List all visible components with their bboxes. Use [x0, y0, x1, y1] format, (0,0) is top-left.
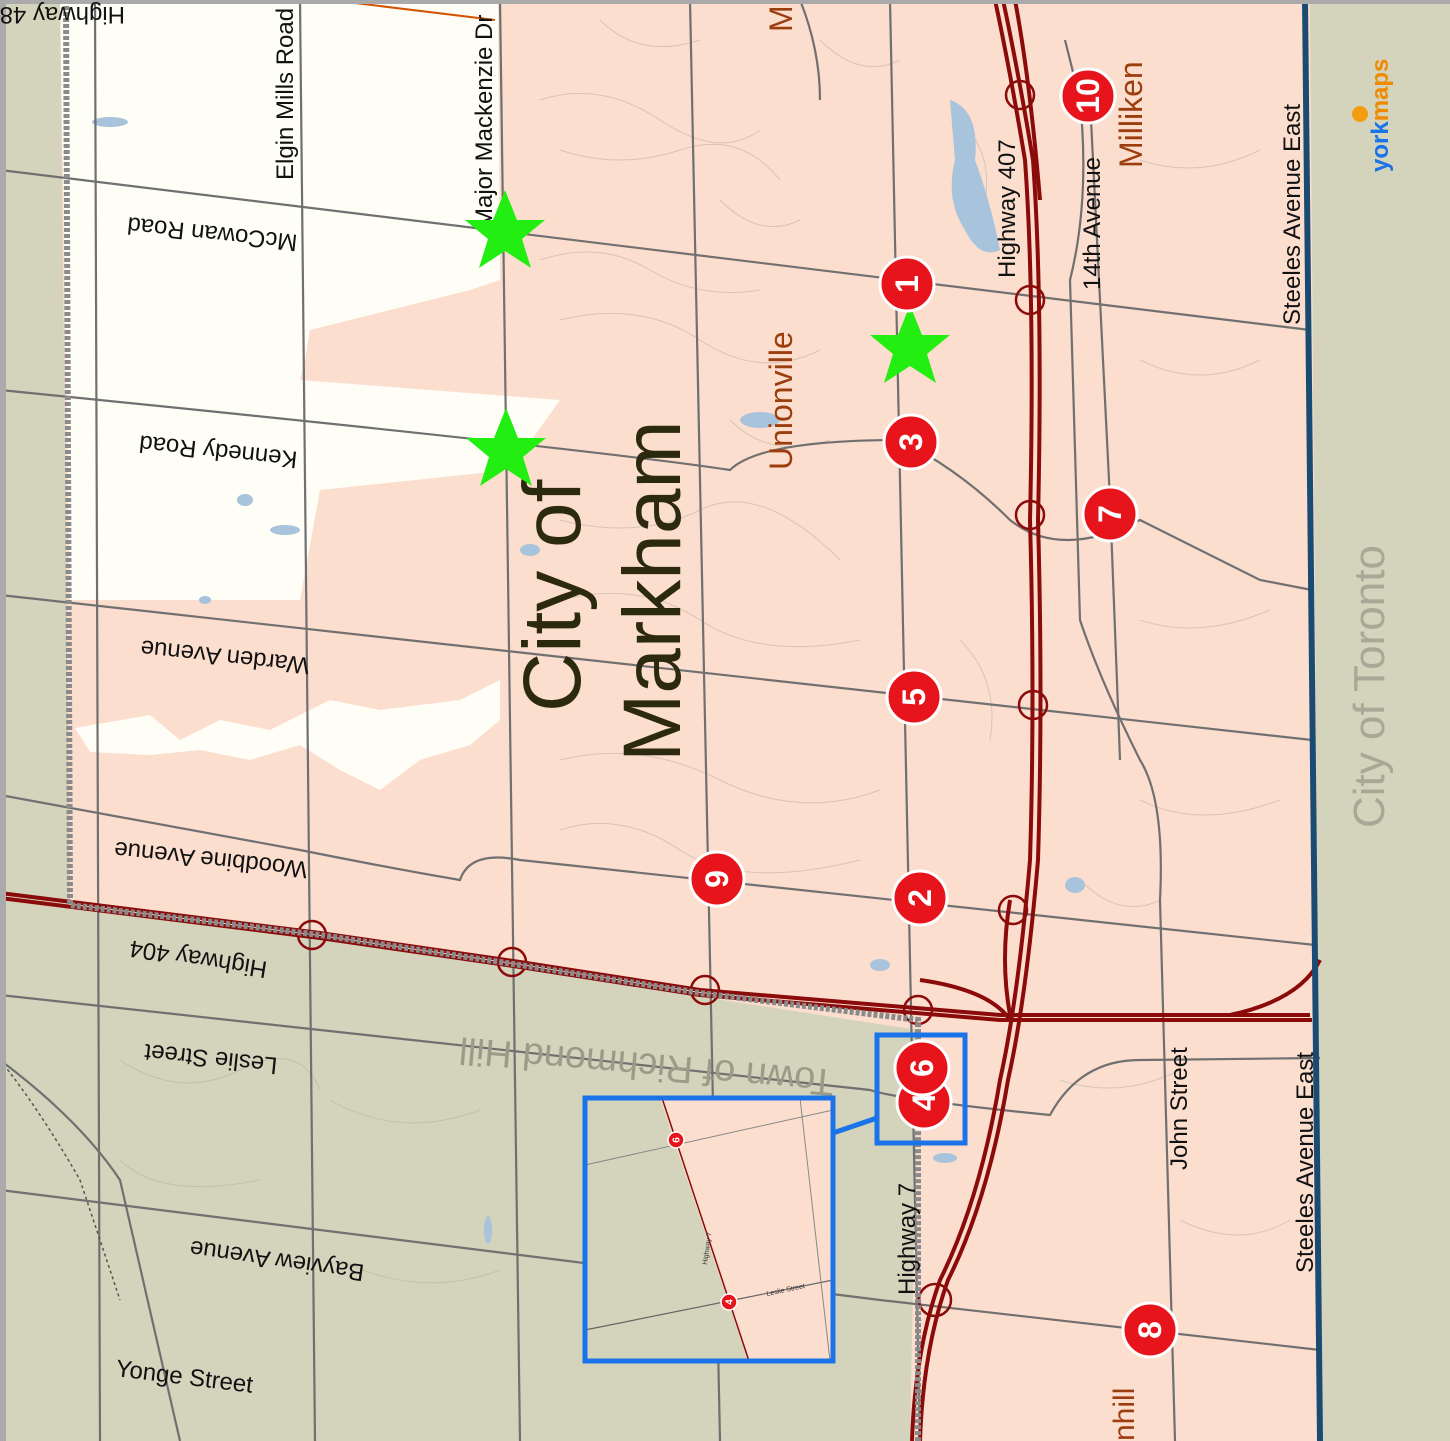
- marker-6[interactable]: 6: [893, 1039, 951, 1097]
- marker-3[interactable]: 3: [882, 413, 940, 471]
- marker-8[interactable]: 8: [1121, 1301, 1179, 1359]
- marker-1[interactable]: 1: [878, 255, 936, 313]
- svg-text:10: 10: [1070, 78, 1106, 114]
- highway-48-label: Highway 48: [0, 1, 125, 28]
- rural-strip: [75, 680, 500, 790]
- svg-text:4: 4: [906, 1093, 942, 1111]
- svg-text:4: 4: [725, 1299, 736, 1305]
- elgin-mills-label: Elgin Mills Road: [272, 8, 299, 180]
- star-icon[interactable]: [466, 408, 546, 486]
- toronto-label: City of Toronto: [1345, 545, 1394, 828]
- top-partial-label: M: [763, 5, 799, 32]
- toronto-area: [1310, 0, 1450, 1441]
- star-icon[interactable]: [870, 305, 950, 383]
- marker-10[interactable]: 10: [1059, 67, 1117, 125]
- markham-label-line1: City of: [507, 479, 598, 712]
- marker-2[interactable]: 2: [891, 869, 949, 927]
- marker-9[interactable]: 9: [688, 850, 746, 908]
- steeles-top-label: Steeles Avenue East: [1279, 104, 1306, 325]
- milliken-label: Milliken: [1113, 61, 1149, 168]
- frame-top: [0, 0, 1450, 4]
- water-features: [92, 100, 1085, 1244]
- inset-highway-7-label: Highway 7: [702, 1232, 713, 1265]
- svg-text:7: 7: [1092, 505, 1128, 523]
- svg-text:1: 1: [889, 275, 925, 293]
- unionville-label: Unionville: [763, 331, 799, 470]
- marker-5[interactable]: 5: [885, 668, 943, 726]
- frame-left: [0, 0, 6, 1441]
- logo-text: yorkmaps: [1367, 59, 1394, 172]
- svg-text:6: 6: [904, 1059, 940, 1077]
- svg-text:8: 8: [1132, 1321, 1168, 1339]
- railway: [0, 1059, 121, 1301]
- inset-map[interactable]: Highway 7 Leslie Street 6 4: [582, 1095, 836, 1364]
- inset-upper-road: [584, 1109, 834, 1166]
- inset-leslie-road: [584, 1279, 834, 1331]
- john-street-label: John Street: [1166, 1047, 1193, 1170]
- svg-text:9: 9: [699, 870, 735, 888]
- numbered-markers: 1 2 3 4 5 6 7 8 9 10: [688, 67, 1179, 1359]
- logo-globe-icon: [1352, 106, 1368, 122]
- inset-marker-6[interactable]: 6: [667, 1131, 685, 1149]
- yorkmaps-logo: yorkmaps: [1352, 59, 1394, 172]
- inset-connector: [832, 1115, 878, 1136]
- road-labels: Highway 48 Elgin Mills Road Major Macken…: [0, 1, 1319, 1399]
- inset-frame: [582, 1095, 836, 1364]
- thornhill-partial-label: nhill: [1108, 1388, 1141, 1441]
- marker-7[interactable]: 7: [1081, 485, 1139, 543]
- steeles-bottom-label: Steeles Avenue East: [1292, 1052, 1319, 1273]
- markham-label-line2: Markham: [607, 420, 698, 762]
- svg-text:2: 2: [902, 889, 938, 907]
- inset-highlight-box[interactable]: [874, 1032, 968, 1146]
- rural-area: [60, 0, 560, 600]
- inset-markham-area: [660, 1098, 833, 1361]
- star-markers: [465, 190, 950, 486]
- star-icon[interactable]: [465, 190, 545, 268]
- svg-text:3: 3: [893, 433, 929, 451]
- svg-text:6: 6: [672, 1137, 683, 1143]
- inset-marker-4[interactable]: 4: [720, 1293, 738, 1311]
- highway-407-label: Highway 407: [994, 139, 1021, 278]
- inset-right-road: [799, 1097, 831, 1362]
- highway-7-label: Highway 7: [894, 1183, 921, 1295]
- major-mackenzie-label: Major Mackenzie Dr: [471, 15, 498, 228]
- svg-text:5: 5: [896, 688, 932, 706]
- fourteenth-ave-label: 14th Avenue: [1079, 157, 1106, 290]
